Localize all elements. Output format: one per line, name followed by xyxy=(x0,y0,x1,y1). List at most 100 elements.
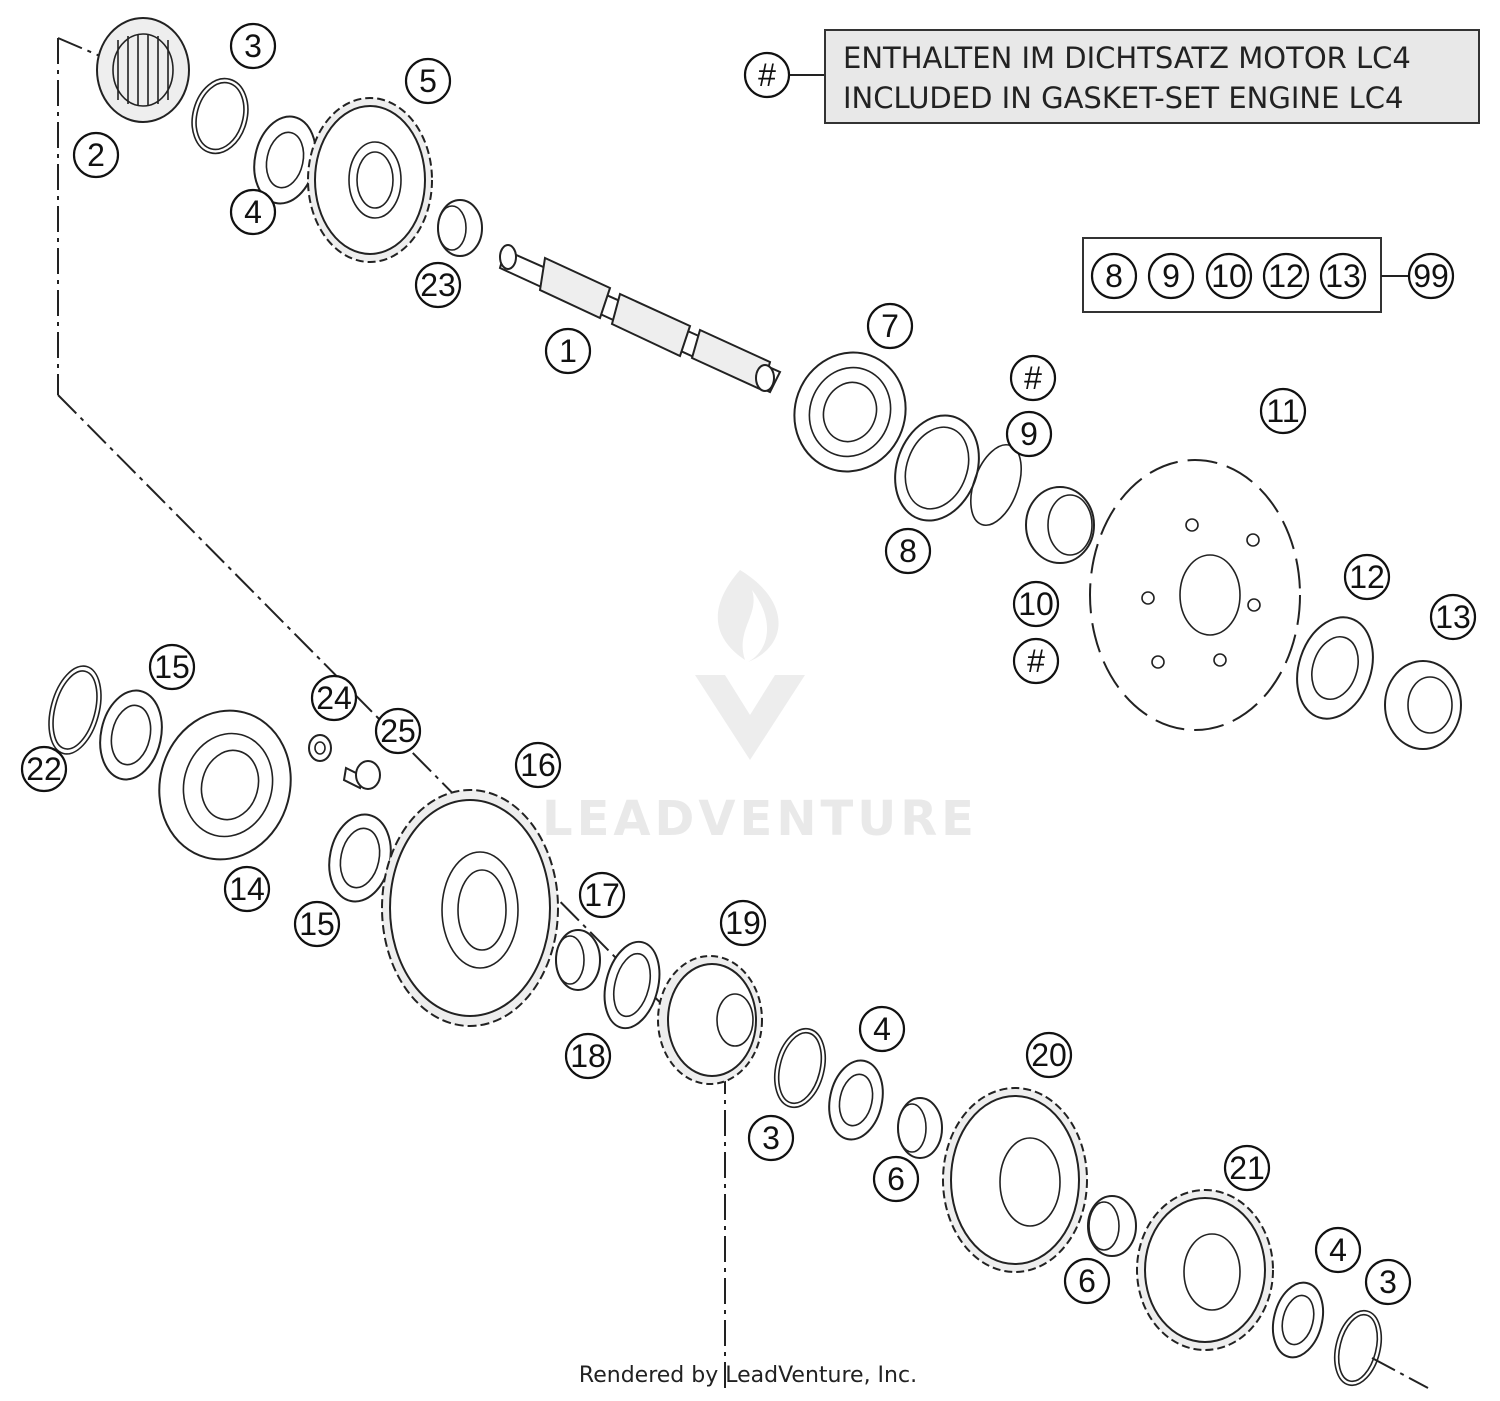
part-11-sprocket xyxy=(1089,459,1301,731)
part-17-bushing xyxy=(555,929,601,991)
callout-23: 23 xyxy=(414,261,462,309)
callout-4-top: 4 xyxy=(229,188,277,236)
callout-17: 17 xyxy=(578,871,626,919)
kit-member-10: 10 xyxy=(1205,252,1253,300)
svg-text:4: 4 xyxy=(244,194,262,230)
svg-text:#: # xyxy=(1027,643,1045,679)
svg-text:17: 17 xyxy=(584,877,620,913)
callout-21: 21 xyxy=(1223,1144,1271,1192)
part-4-washer-bottom xyxy=(1271,1281,1325,1359)
svg-text:19: 19 xyxy=(725,905,761,941)
callout-12: 12 xyxy=(1343,553,1391,601)
part-2-gear xyxy=(96,17,190,123)
part-6-bushing-lower xyxy=(1087,1195,1137,1257)
svg-text:25: 25 xyxy=(380,713,416,749)
callout-15-upper: 15 xyxy=(148,643,196,691)
callout-3-top: 3 xyxy=(229,22,277,70)
watermark: LEADVENTURE xyxy=(542,570,978,847)
part-3-ring-middle xyxy=(773,1027,827,1109)
svg-text:23: 23 xyxy=(420,267,456,303)
part-13-nut xyxy=(1384,660,1462,750)
svg-text:20: 20 xyxy=(1031,1037,1067,1073)
kit-member-9: 9 xyxy=(1147,252,1195,300)
svg-text:14: 14 xyxy=(229,871,265,907)
svg-text:18: 18 xyxy=(570,1038,606,1074)
svg-text:15: 15 xyxy=(299,906,335,942)
svg-text:#: # xyxy=(758,57,776,93)
svg-text:9: 9 xyxy=(1162,258,1180,294)
svg-text:12: 12 xyxy=(1349,559,1385,595)
part-6-bushing-upper xyxy=(897,1097,943,1159)
part-8-seal xyxy=(894,414,980,522)
watermark-text: LEADVENTURE xyxy=(542,791,978,847)
callout-4-bottom: 4 xyxy=(1314,1226,1362,1274)
part-4-washer-top xyxy=(253,115,317,205)
part-1-shaft xyxy=(498,244,782,394)
part-15-washer-upper xyxy=(99,689,163,781)
svg-text:13: 13 xyxy=(1435,599,1471,635)
part-12-lock-washer xyxy=(1296,616,1374,720)
svg-text:10: 10 xyxy=(1018,586,1054,622)
callout-6-upper: 6 xyxy=(872,1155,920,1203)
part-16-large-gear xyxy=(381,789,559,1027)
svg-text:10: 10 xyxy=(1211,258,1247,294)
note-line-english: INCLUDED IN GASKET-SET ENGINE LC4 xyxy=(843,81,1403,115)
svg-text:12: 12 xyxy=(1268,258,1304,294)
callout-9: 9 xyxy=(1005,410,1053,458)
svg-text:3: 3 xyxy=(762,1120,780,1156)
part-14-bearing xyxy=(158,709,292,861)
svg-text:21: 21 xyxy=(1229,1150,1265,1186)
svg-text:7: 7 xyxy=(881,308,899,344)
callout-10: 10 xyxy=(1012,580,1060,628)
note-hash-symbol: # xyxy=(743,51,791,99)
part-18-washer xyxy=(603,940,661,1030)
svg-text:15: 15 xyxy=(154,649,190,685)
callout-8: 8 xyxy=(884,527,932,575)
kit-number-99: 99 xyxy=(1407,252,1455,300)
svg-text:1: 1 xyxy=(559,333,577,369)
part-20-gear xyxy=(942,1087,1088,1273)
svg-text:16: 16 xyxy=(520,747,556,783)
callout-13: 13 xyxy=(1429,593,1477,641)
part-23-bushing xyxy=(437,199,483,257)
part-21-gear xyxy=(1136,1189,1274,1351)
kit-member-8: 8 xyxy=(1090,252,1138,300)
part-25-screw xyxy=(342,760,381,790)
callout-7: 7 xyxy=(866,302,914,350)
part-10-sleeve xyxy=(1025,486,1095,564)
callout-25: 25 xyxy=(374,707,422,755)
svg-text:24: 24 xyxy=(316,680,352,716)
svg-text:8: 8 xyxy=(899,533,917,569)
callout-14: 14 xyxy=(223,865,271,913)
svg-text:4: 4 xyxy=(1329,1232,1347,1268)
note-line-german: ENTHALTEN IM DICHTSATZ MOTOR LC4 xyxy=(843,41,1411,75)
callout-11: 11 xyxy=(1259,387,1307,435)
svg-text:99: 99 xyxy=(1413,258,1449,294)
footer-credit: Rendered by LeadVenture, Inc. xyxy=(579,1363,917,1388)
part-4-washer-middle xyxy=(828,1059,884,1141)
callout-19: 19 xyxy=(719,899,767,947)
callout-15-lower: 15 xyxy=(293,900,341,948)
svg-text:4: 4 xyxy=(873,1011,891,1047)
kit-box: 8 9 10 12 13 99 xyxy=(1082,237,1455,313)
svg-text:3: 3 xyxy=(244,28,262,64)
svg-text:3: 3 xyxy=(1379,1264,1397,1300)
svg-text:11: 11 xyxy=(1266,393,1299,429)
svg-text:5: 5 xyxy=(419,63,437,99)
callout-1: 1 xyxy=(544,327,592,375)
kit-member-13: 13 xyxy=(1319,252,1367,300)
svg-text:#: # xyxy=(1024,360,1042,396)
part-19-gear xyxy=(657,955,763,1085)
callout-22: 22 xyxy=(20,745,68,793)
svg-text:2: 2 xyxy=(87,137,105,173)
callout-3-bottom: 3 xyxy=(1364,1258,1412,1306)
svg-text:6: 6 xyxy=(1078,1263,1096,1299)
callout-4-middle: 4 xyxy=(858,1005,906,1053)
callout-16: 16 xyxy=(514,741,562,789)
callout-24: 24 xyxy=(310,674,358,722)
svg-text:8: 8 xyxy=(1105,258,1123,294)
svg-text:22: 22 xyxy=(26,751,62,787)
gasket-set-note: ENTHALTEN IM DICHTSATZ MOTOR LC4 INCLUDE… xyxy=(743,29,1480,124)
part-3-ring-bottom xyxy=(1333,1309,1383,1387)
callout-hash-upper: # xyxy=(1009,354,1057,402)
